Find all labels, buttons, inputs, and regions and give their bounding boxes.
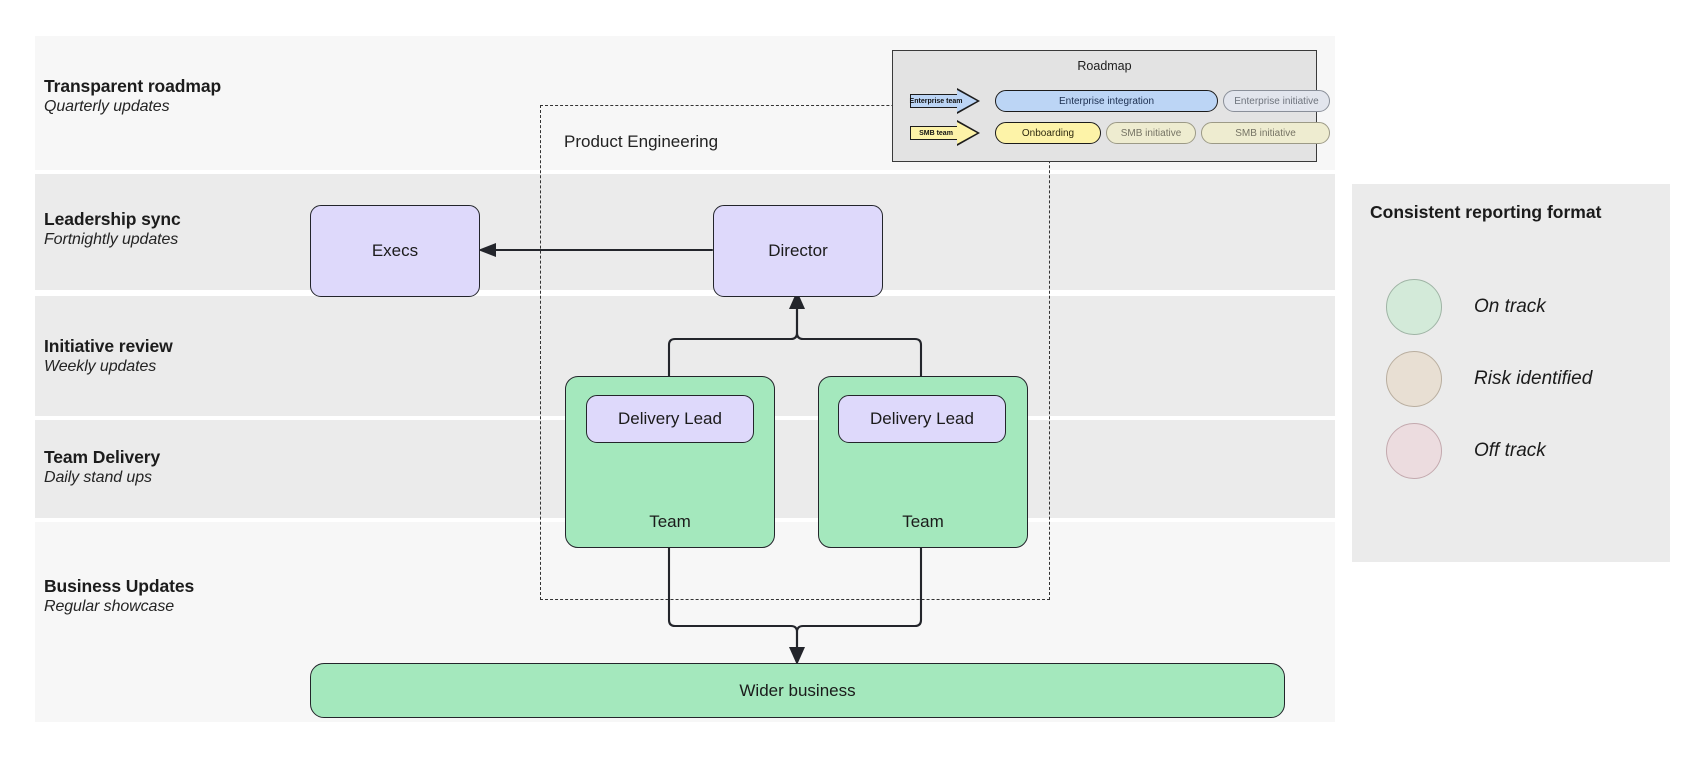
lane-title: Team Delivery [44, 447, 161, 467]
legend-item-label: Off track [1474, 440, 1546, 461]
roadmap-item-smb-initiative-2[interactable]: SMB initiative [1201, 122, 1330, 144]
smb-team-arrow-icon: SMB team [910, 120, 986, 146]
legend-item-label: On track [1474, 296, 1546, 317]
roadmap-item-enterprise-initiative[interactable]: Enterprise initiative [1223, 90, 1330, 112]
legend-item-risk-identified: Risk identified [1386, 350, 1592, 408]
lane-label-transparent-roadmap: Transparent roadmap Quarterly updates [44, 75, 221, 118]
lane-label-leadership-sync: Leadership sync Fortnightly updates [44, 208, 181, 251]
lane-subtitle: Fortnightly updates [44, 231, 179, 249]
roadmap-row-enterprise: Enterprise team Enterprise integration E… [893, 88, 1330, 114]
node-label: Delivery Lead [618, 409, 722, 428]
lane-subtitle: Quarterly updates [44, 98, 170, 116]
lane-subtitle: Daily stand ups [44, 469, 152, 487]
lane-subtitle: Regular showcase [44, 598, 175, 616]
lane-title: Leadership sync [44, 209, 181, 229]
enterprise-team-arrow-icon: Enterprise team [909, 88, 986, 114]
group-label-team-left: Team [649, 512, 691, 531]
roadmap-row-smb: SMB team Onboarding SMB initiative SMB i… [893, 120, 1330, 146]
roadmap-item-label: SMB initiative [1120, 127, 1182, 139]
smb-team-arrow-label: SMB team [919, 129, 953, 137]
lane-title: Initiative review [44, 336, 173, 356]
status-dot-off-track-icon [1386, 423, 1442, 479]
lane-label-initiative-review: Initiative review Weekly updates [44, 335, 173, 378]
legend-title: Consistent reporting format [1370, 202, 1602, 222]
roadmap-item-label: Enterprise integration [1058, 95, 1155, 107]
roadmap-item-onboarding[interactable]: Onboarding [995, 122, 1101, 144]
node-label: Wider business [739, 680, 856, 700]
roadmap-item-enterprise-integration[interactable]: Enterprise integration [995, 90, 1218, 112]
lane-subtitle: Weekly updates [44, 358, 157, 376]
lane-label-team-delivery: Team Delivery Daily stand ups [44, 446, 160, 489]
node-delivery-lead-left[interactable]: Delivery Lead [586, 395, 754, 443]
legend-item-on-track: On track [1386, 278, 1546, 336]
enterprise-team-arrow-label: Enterprise team [909, 97, 963, 105]
roadmap-item-label: SMB initiative [1235, 127, 1296, 139]
status-dot-on-track-icon [1386, 279, 1442, 335]
roadmap-inset[interactable]: Roadmap Enterprise team Enterprise integ… [892, 50, 1330, 162]
node-wider-business[interactable]: Wider business [310, 663, 1285, 718]
node-label: Delivery Lead [870, 409, 974, 428]
legend-item-off-track: Off track [1386, 422, 1546, 480]
product-engineering-label: Product Engineering [564, 132, 719, 151]
node-director[interactable]: Director [713, 205, 883, 297]
lane-title: Transparent roadmap [44, 76, 222, 96]
group-label-team-right: Team [902, 512, 944, 531]
legend-panel: Consistent reporting format On track Ris… [1352, 184, 1670, 562]
lane-title: Business Updates [44, 576, 195, 596]
node-label: Director [768, 241, 828, 260]
roadmap-title: Roadmap [1077, 59, 1132, 73]
node-execs[interactable]: Execs [310, 205, 480, 297]
roadmap-item-label: Onboarding [1021, 127, 1075, 139]
roadmap-item-smb-initiative-1[interactable]: SMB initiative [1106, 122, 1196, 144]
node-label: Execs [371, 241, 419, 260]
node-delivery-lead-right[interactable]: Delivery Lead [838, 395, 1006, 443]
roadmap-item-label: Enterprise initiative [1234, 95, 1319, 107]
lane-label-business-updates: Business Updates Regular showcase [44, 575, 194, 618]
legend-item-label: Risk identified [1474, 368, 1593, 389]
lane-band-leadership-sync [35, 174, 1335, 290]
status-dot-risk-identified-icon [1386, 351, 1442, 407]
